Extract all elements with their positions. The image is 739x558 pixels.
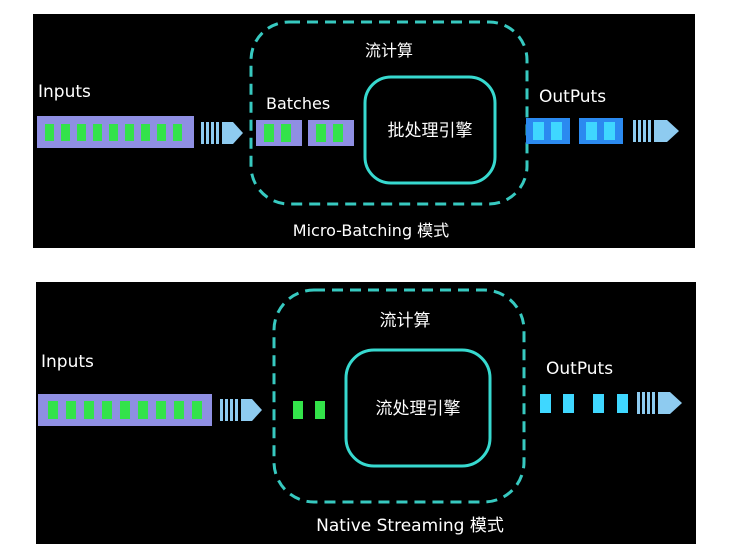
micro-batching-panel: 流计算 Inputs Batches bbox=[33, 14, 695, 248]
input-cell bbox=[138, 401, 148, 419]
mode-caption: Native Streaming 模式 bbox=[316, 516, 504, 536]
stream-compute-label: 流计算 bbox=[380, 311, 431, 331]
output-event bbox=[563, 394, 574, 413]
outputs-label: OutPuts bbox=[539, 87, 606, 107]
stream-compute-label: 流计算 bbox=[365, 41, 413, 60]
batch-box bbox=[308, 120, 354, 146]
stream-compute-region bbox=[272, 288, 526, 504]
output-batch-box bbox=[579, 118, 623, 144]
inputs-label: Inputs bbox=[41, 352, 94, 372]
input-cell bbox=[125, 124, 134, 141]
input-cell bbox=[141, 124, 150, 141]
batch-engine-box bbox=[363, 75, 497, 185]
stream-engine-label: 流处理引擎 bbox=[376, 399, 461, 419]
native-streaming-diagram: 流计算 Inputs 流处理引擎 Out bbox=[38, 288, 682, 536]
input-cell bbox=[93, 124, 102, 141]
stream-engine-box bbox=[344, 348, 492, 468]
input-cell bbox=[192, 401, 202, 419]
batches-label: Batches bbox=[266, 94, 330, 113]
input-cell bbox=[61, 124, 70, 141]
input-arrow bbox=[201, 122, 243, 144]
output-batch-box bbox=[526, 118, 570, 144]
native-streaming-panel: 流计算 Inputs 流处理引擎 Out bbox=[36, 282, 696, 544]
input-cell bbox=[48, 401, 58, 419]
input-cell bbox=[84, 401, 94, 419]
output-event bbox=[593, 394, 604, 413]
input-cell bbox=[174, 401, 184, 419]
input-cell bbox=[102, 401, 112, 419]
micro-batching-diagram: 流计算 Inputs Batches bbox=[37, 20, 679, 240]
output-events bbox=[540, 394, 628, 413]
input-cell bbox=[173, 124, 182, 141]
batch-box bbox=[256, 120, 302, 146]
input-cell bbox=[109, 124, 118, 141]
stream-compute-region bbox=[249, 20, 529, 206]
input-cell bbox=[66, 401, 76, 419]
input-arrow bbox=[220, 399, 262, 421]
batch-engine-label: 批处理引擎 bbox=[388, 121, 473, 141]
input-cell bbox=[45, 124, 54, 141]
stream-event bbox=[315, 401, 325, 419]
output-event bbox=[540, 394, 551, 413]
outputs-label: OutPuts bbox=[546, 359, 613, 379]
input-cells bbox=[45, 124, 182, 141]
stream-event bbox=[293, 401, 303, 419]
output-arrow bbox=[633, 120, 679, 142]
mode-caption: Micro-Batching 模式 bbox=[293, 221, 449, 240]
input-cell bbox=[156, 401, 166, 419]
input-cell bbox=[120, 401, 130, 419]
input-cells bbox=[48, 401, 202, 419]
output-arrow bbox=[637, 392, 682, 414]
input-cell bbox=[157, 124, 166, 141]
inputs-label: Inputs bbox=[38, 82, 91, 102]
output-event bbox=[617, 394, 628, 413]
input-cell bbox=[77, 124, 86, 141]
